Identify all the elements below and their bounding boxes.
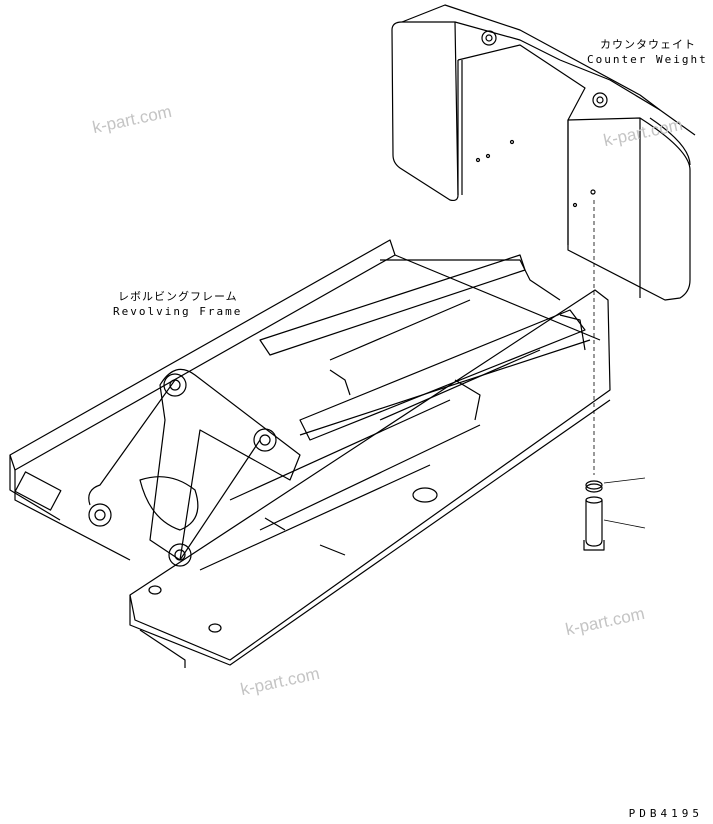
revolving-frame: [9, 239, 611, 668]
counterweight: [391, 4, 696, 301]
drawing-code: PDB4195: [628, 807, 703, 820]
mounting-bolt: [583, 200, 646, 551]
counterweight-label-en: Counter Weight: [587, 53, 708, 66]
frame-label-jp: レボルビングフレーム: [118, 290, 238, 303]
counterweight-label-jp: カウンタウェイト: [600, 38, 696, 51]
frame-label-en: Revolving Frame: [113, 305, 243, 318]
